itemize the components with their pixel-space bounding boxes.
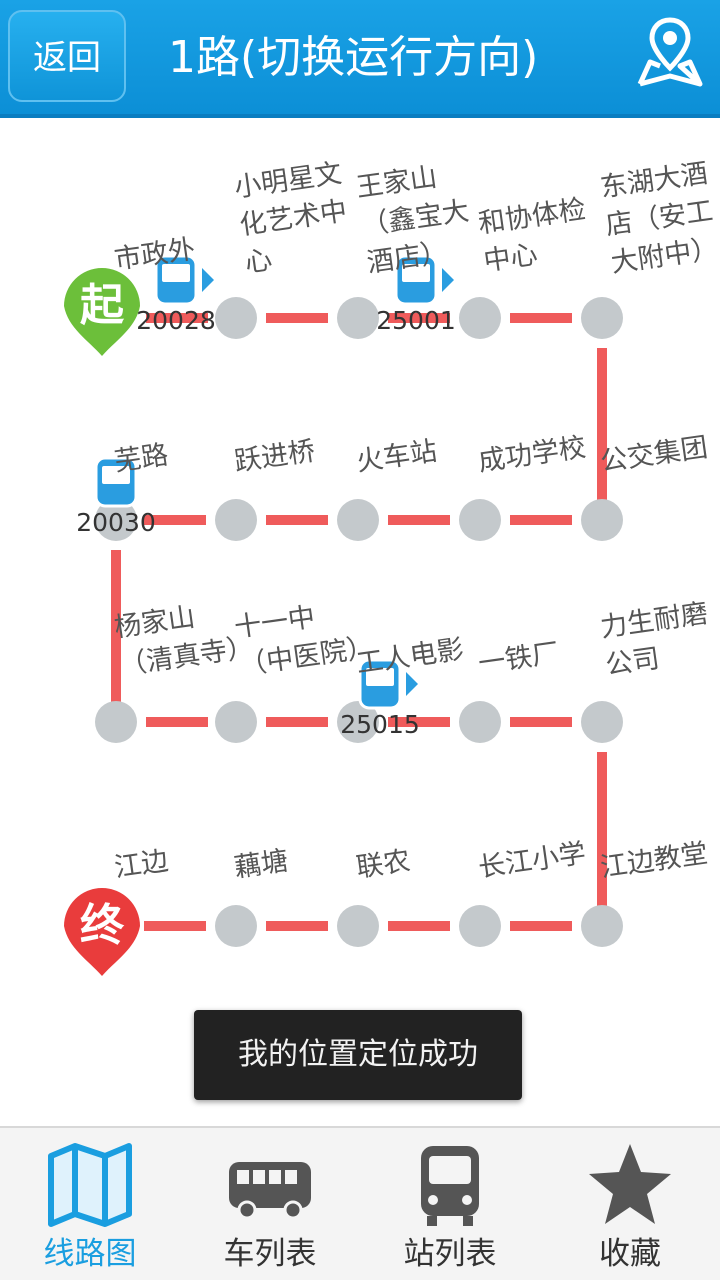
bus-id: 20028 (136, 306, 216, 335)
location-toast: 我的位置定位成功 (194, 1010, 522, 1100)
bus-id: 25015 (340, 710, 420, 739)
bus-window (102, 466, 130, 484)
stop-dot[interactable] (581, 499, 623, 541)
bus-marker[interactable] (358, 658, 418, 710)
tab-favorites[interactable]: 收藏 (540, 1128, 720, 1280)
bus-side-icon (229, 1162, 311, 1220)
stop-dot[interactable] (581, 297, 623, 339)
end-marker[interactable]: 终 (64, 888, 140, 976)
stop-dot[interactable] (337, 297, 379, 339)
start-marker[interactable]: 起 (64, 268, 140, 356)
stop-dot[interactable] (581, 701, 623, 743)
bottom-nav: 线路图 车列表 站列表 收藏 (0, 1126, 720, 1280)
map-icon (48, 1143, 132, 1227)
back-button[interactable]: 返回 (8, 10, 126, 102)
end-marker-label: 终 (80, 900, 125, 951)
bus-window (402, 264, 430, 282)
end-marker-shape (64, 888, 140, 976)
stop-dot[interactable] (215, 297, 257, 339)
stop-label[interactable]: 东湖大酒店（安工大附中） (598, 157, 720, 279)
start-marker-shape (64, 268, 140, 356)
stop-dot[interactable] (215, 499, 257, 541)
stop-label[interactable]: 力生耐磨公司 (598, 597, 710, 682)
bus-id: 25001 (376, 306, 456, 335)
stop-label[interactable]: 王家山（鑫宝大酒店） (354, 161, 471, 279)
stop-dot[interactable] (95, 701, 137, 743)
route-map[interactable]: 起终 (0, 120, 720, 1000)
bus-window (366, 668, 394, 686)
stop-dot[interactable] (459, 297, 501, 339)
stop-dot[interactable] (459, 905, 501, 947)
stop-dot[interactable] (337, 499, 379, 541)
page-title[interactable]: 1路(切换运行方向) (168, 32, 539, 83)
bus-front-icon (421, 1146, 479, 1226)
tab-label: 收藏 (599, 1236, 661, 1272)
bus-marker[interactable] (154, 254, 214, 306)
direction-arrow-icon (202, 268, 214, 292)
stop-dot[interactable] (337, 701, 379, 743)
tab-stop-list[interactable]: 站列表 (360, 1128, 540, 1280)
stop-dot[interactable] (95, 499, 137, 541)
header-bar: 返回 1路(切换运行方向) (0, 0, 720, 118)
map-location-icon[interactable] (632, 14, 708, 90)
stop-dot[interactable] (459, 701, 501, 743)
bus-id: 20030 (76, 508, 156, 537)
direction-arrow-icon (442, 268, 454, 292)
bus-marker[interactable] (394, 254, 454, 306)
direction-arrow-icon (406, 672, 418, 696)
tab-label: 线路图 (43, 1236, 137, 1272)
bus-window (162, 264, 190, 282)
star-icon (589, 1144, 671, 1224)
tab-bus-list[interactable]: 车列表 (180, 1128, 360, 1280)
start-marker-label: 起 (80, 280, 125, 331)
bus-marker[interactable] (94, 456, 138, 508)
stop-dot[interactable] (459, 499, 501, 541)
stop-dot[interactable] (215, 905, 257, 947)
stop-dot[interactable] (337, 905, 379, 947)
tab-label: 站列表 (403, 1236, 497, 1272)
stop-dot[interactable] (581, 905, 623, 947)
stop-dot[interactable] (215, 701, 257, 743)
stop-label[interactable]: 小明星文化艺术中心 (232, 157, 349, 279)
tab-route-map[interactable]: 线路图 (0, 1128, 180, 1280)
tab-label: 车列表 (223, 1236, 317, 1272)
